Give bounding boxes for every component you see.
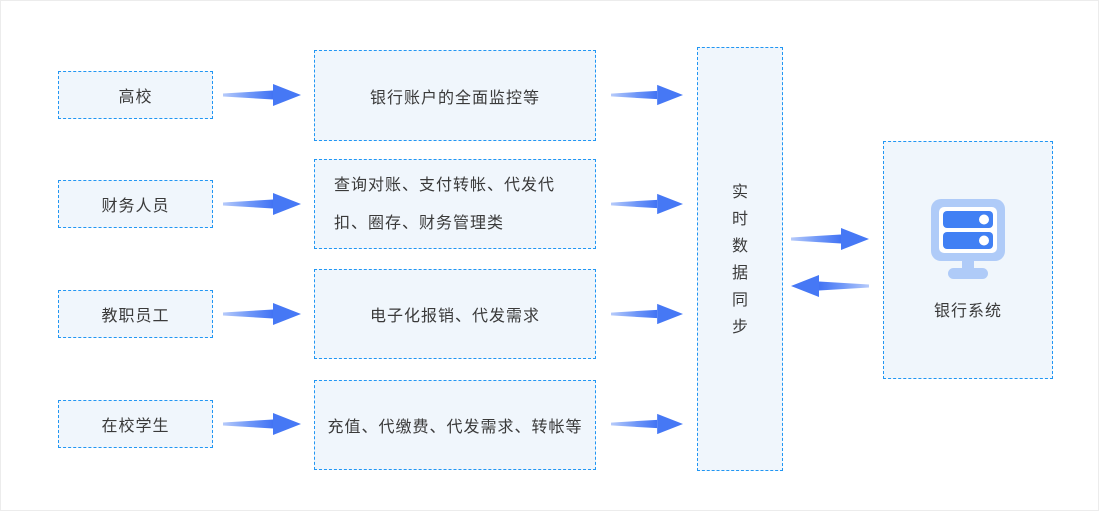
- service-box-finance-ops: 查询对账、支付转帐、代发代扣、圈存、财务管理类: [314, 159, 596, 249]
- arrow-right-icon: [223, 84, 301, 106]
- service-box-monitoring: 银行账户的全面监控等: [314, 50, 596, 141]
- arrow-right-icon: [611, 413, 683, 435]
- sync-char: 实: [731, 182, 748, 201]
- bank-system-box: 银行系统: [883, 141, 1053, 379]
- arrow-right-icon: [223, 303, 301, 325]
- actor-label: 财务人员: [101, 196, 170, 215]
- arrow-right-icon: [791, 228, 869, 250]
- arrow-right-icon: [611, 84, 683, 106]
- actor-label: 高校: [118, 87, 153, 106]
- service-label: 银行账户的全面监控等: [369, 87, 540, 107]
- arrow-right-icon: [611, 303, 683, 325]
- arrow-right-icon: [611, 193, 683, 215]
- service-box-reimbursement: 电子化报销、代发需求: [314, 269, 596, 359]
- service-box-recharge: 充值、代缴费、代发需求、转帐等: [314, 380, 596, 470]
- actor-box-finance-staff: 财务人员: [58, 180, 213, 228]
- service-label: 电子化报销、代发需求: [369, 306, 540, 325]
- sync-char: 数: [731, 236, 748, 255]
- sync-char: 同: [731, 290, 748, 309]
- arrow-right-icon: [223, 193, 301, 215]
- actor-label: 在校学生: [101, 416, 170, 435]
- actor-box-students: 在校学生: [58, 400, 213, 448]
- service-label: 充值、代缴费、代发需求、转帐等: [327, 417, 583, 436]
- sync-char: 据: [731, 263, 748, 282]
- arrow-left-icon: [791, 275, 869, 297]
- sync-char: 时: [731, 209, 748, 228]
- service-label: 查询对账、支付转帐、代发代扣、圈存、财务管理类: [334, 175, 556, 232]
- actor-label: 教职员工: [101, 306, 170, 325]
- sync-char: 步: [731, 317, 748, 336]
- server-icon: [931, 199, 1005, 279]
- sync-box: 实 时 数 据 同 步: [697, 47, 783, 471]
- actor-box-university: 高校: [58, 71, 213, 119]
- arrow-right-icon: [223, 413, 301, 435]
- bank-system-label: 银行系统: [933, 301, 1002, 320]
- actor-box-faculty: 教职员工: [58, 290, 213, 338]
